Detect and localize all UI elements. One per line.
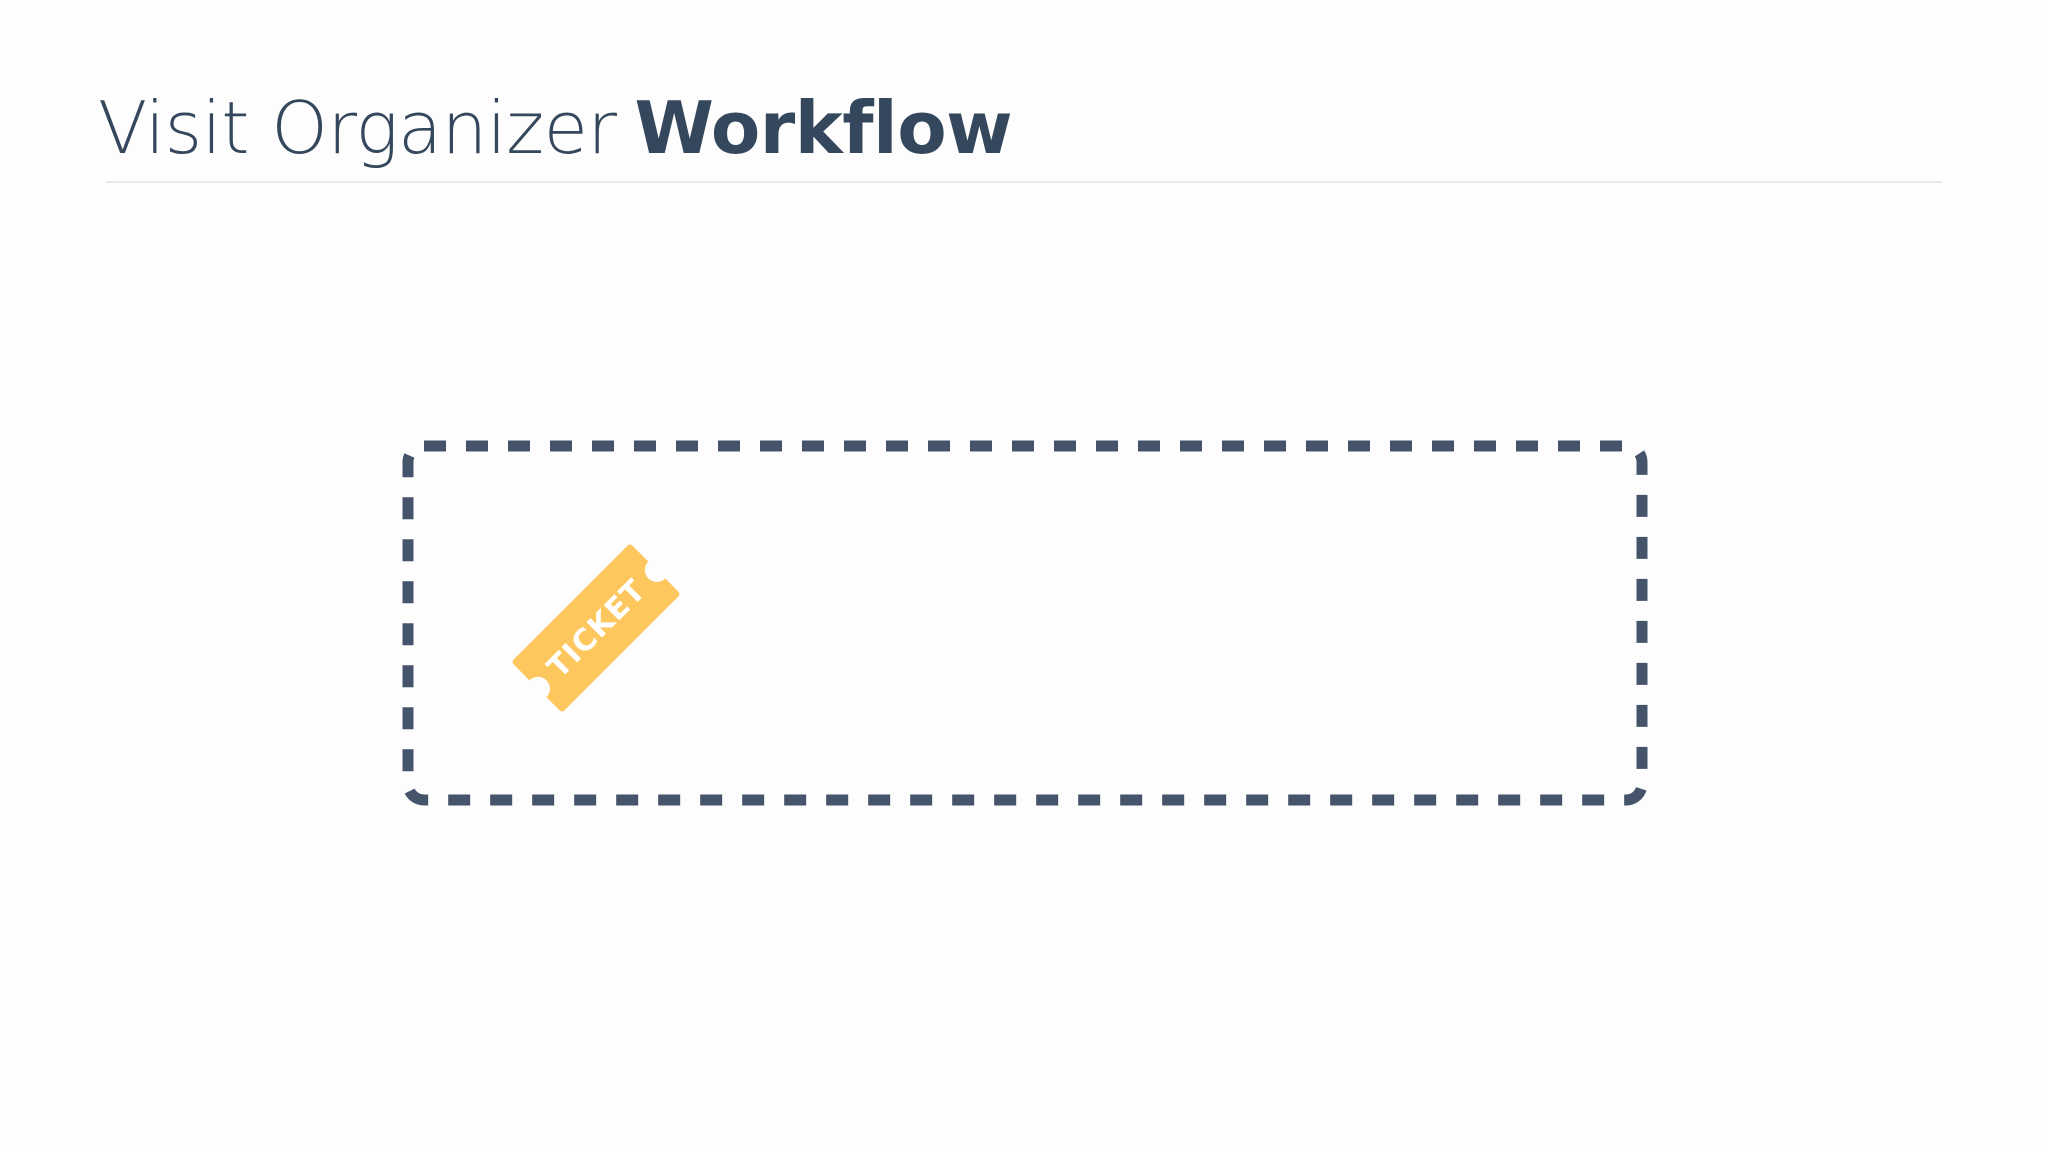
page-title-light: Visit Organizer	[98, 86, 617, 170]
page-title: Visit Organizer Workflow	[98, 78, 1013, 178]
ticket-body	[512, 544, 680, 712]
ticket-icon: TICKET	[512, 544, 680, 712]
workflow-frame	[402, 440, 1648, 806]
title-divider	[106, 181, 1942, 183]
page-title-bold: Workflow	[634, 86, 1013, 170]
dashed-border	[402, 440, 1648, 806]
